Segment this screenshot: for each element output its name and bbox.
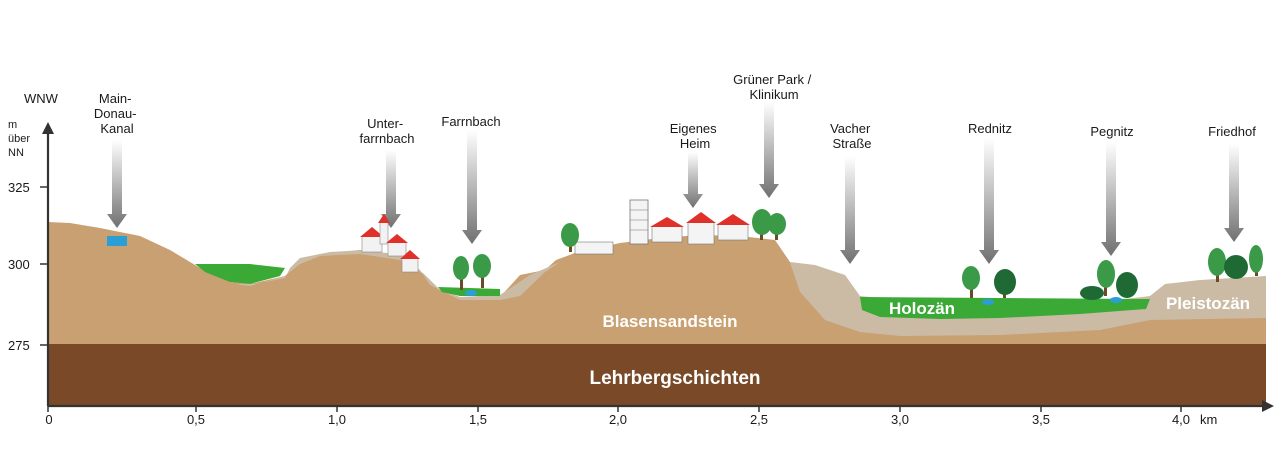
x-tick-label: 0,5 — [187, 412, 205, 427]
y-axis — [42, 122, 54, 406]
arrow-farrnbach — [462, 130, 482, 244]
landmark-rednitz: Rednitz — [968, 121, 1012, 136]
x-tick-label: 1,5 — [469, 412, 487, 427]
landmark-pegnitz: Pegnitz — [1090, 124, 1133, 139]
landmark-friedhof: Friedhof — [1208, 124, 1256, 139]
y-axis-arrowhead — [42, 122, 54, 134]
x-axis — [48, 400, 1274, 412]
y-tick-325: 325 — [8, 180, 48, 195]
x-axis-unit: km — [1200, 412, 1217, 427]
x-tick-0: 0 — [45, 406, 53, 427]
x-tick-2-0: 2,0 — [609, 406, 627, 427]
pegnitz-water — [1110, 297, 1122, 303]
x-tick-3-5: 3,5 — [1032, 406, 1050, 427]
arrow-unterfarrnbach — [381, 150, 401, 228]
arrow-eigenes-heim — [683, 152, 703, 208]
landmark-gruener-park-klinikum: Grüner Park / Klinikum — [733, 72, 815, 102]
arrow-main-donau-kanal — [107, 140, 127, 228]
landmark-vacher-strasse: Vacher Straße — [830, 121, 874, 151]
x-tick-0-5: 0,5 — [187, 406, 205, 427]
x-axis-arrowhead — [1262, 400, 1274, 412]
y-axis-unit-line-1: m — [8, 119, 17, 131]
tree-icon — [1224, 255, 1248, 279]
arrow-rednitz — [979, 138, 999, 264]
y-axis-unit-line-3: NN — [8, 147, 24, 159]
arrow-pegnitz — [1101, 142, 1121, 256]
holozaen-band-rednitz — [860, 297, 1150, 319]
layer-label-pleistozaen: Pleistozän — [1166, 294, 1250, 313]
landmark-unterfarrnbach: Unter- farrnbach — [360, 116, 415, 146]
layer-label-holozaen: Holozän — [889, 299, 955, 318]
tree-icon — [1208, 248, 1226, 282]
landmark-arrows — [107, 102, 1244, 264]
y-tick-275: 275 — [8, 338, 48, 353]
tree-icon — [994, 269, 1016, 298]
y-tick-label: 325 — [8, 180, 30, 195]
x-tick-1-0: 1,0 — [328, 406, 346, 427]
x-tick-label: 2,0 — [609, 412, 627, 427]
arrow-friedhof — [1224, 144, 1244, 242]
lehrbergschichten-layer — [48, 344, 1266, 406]
x-tick-label: 1,0 — [328, 412, 346, 427]
tree-icon — [1080, 286, 1104, 300]
landmark-main-donau-kanal: Main- Donau- Kanal — [94, 91, 140, 136]
tree-icon — [768, 213, 786, 240]
tree-icon — [962, 266, 980, 298]
landmark-eigenes-heim: Eigenes Heim — [670, 121, 721, 151]
holozaen-band-west — [195, 264, 285, 284]
eigenes-heim-buildings-icon — [574, 199, 750, 255]
tree-icon — [1097, 260, 1115, 296]
x-tick-2-5: 2,5 — [750, 406, 768, 427]
tree-icon — [561, 223, 579, 252]
y-tick-300: 300 — [8, 257, 48, 272]
x-tick-label: 3,0 — [891, 412, 909, 427]
y-axis-direction: WNW — [24, 91, 59, 106]
layer-label-lehrbergschichten: Lehrbergschichten — [589, 368, 760, 389]
y-tick-label: 300 — [8, 257, 30, 272]
y-tick-label: 275 — [8, 338, 30, 353]
x-tick-label: 2,5 — [750, 412, 768, 427]
tree-icon — [453, 256, 469, 290]
x-tick-4-0: 4,0 — [1172, 406, 1190, 427]
y-axis-unit-line-2: über — [8, 133, 30, 145]
unterfarrnbach-village-icon — [360, 214, 420, 273]
tree-icon — [752, 209, 772, 240]
tree-icon — [1249, 245, 1263, 276]
x-tick-label: 0 — [45, 412, 52, 427]
farrnbach-water — [465, 290, 477, 296]
x-tick-label: 4,0 — [1172, 412, 1190, 427]
rednitz-water — [982, 299, 994, 305]
arrow-vacher-strasse — [840, 156, 860, 264]
x-tick-label: 3,5 — [1032, 412, 1050, 427]
x-tick-1-5: 1,5 — [469, 406, 487, 427]
tree-icon — [473, 254, 491, 288]
tree-icons — [453, 209, 1263, 300]
arrow-gruener-park — [759, 102, 779, 198]
layer-label-blasensandstein: Blasensandstein — [602, 312, 737, 331]
canal-water — [107, 236, 127, 246]
tree-icon — [1116, 272, 1138, 298]
x-tick-3-0: 3,0 — [891, 406, 909, 427]
landmark-farrnbach: Farrnbach — [441, 114, 500, 129]
